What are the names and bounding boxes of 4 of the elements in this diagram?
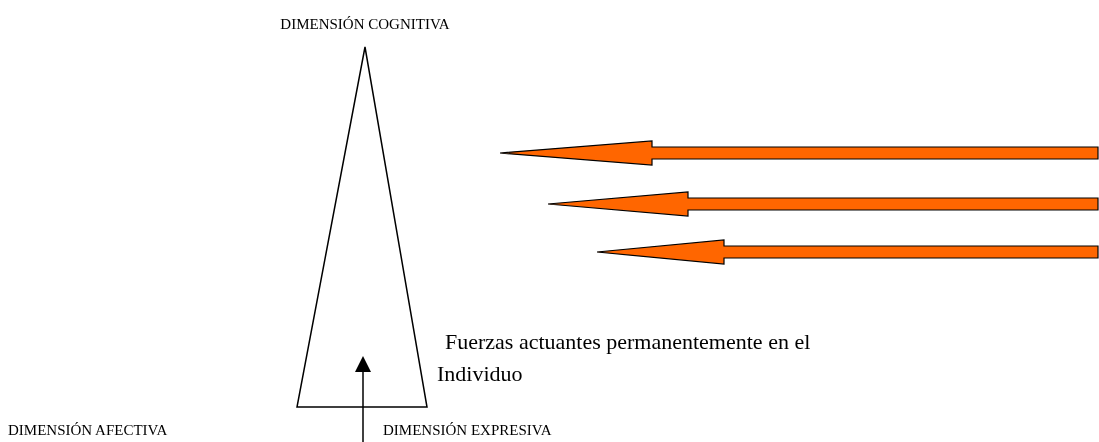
- vertex-label: DIMENSIÓN EXPRESIVA: [383, 421, 553, 440]
- caption-text: Fuerzas actuantes permanentemente en el Individuo: [437, 328, 812, 388]
- vertex-label: DIMENSIÓN AFECTIVA: [8, 421, 169, 440]
- vertex-label: DIMENSIÓN COGNITIVA: [279, 15, 451, 34]
